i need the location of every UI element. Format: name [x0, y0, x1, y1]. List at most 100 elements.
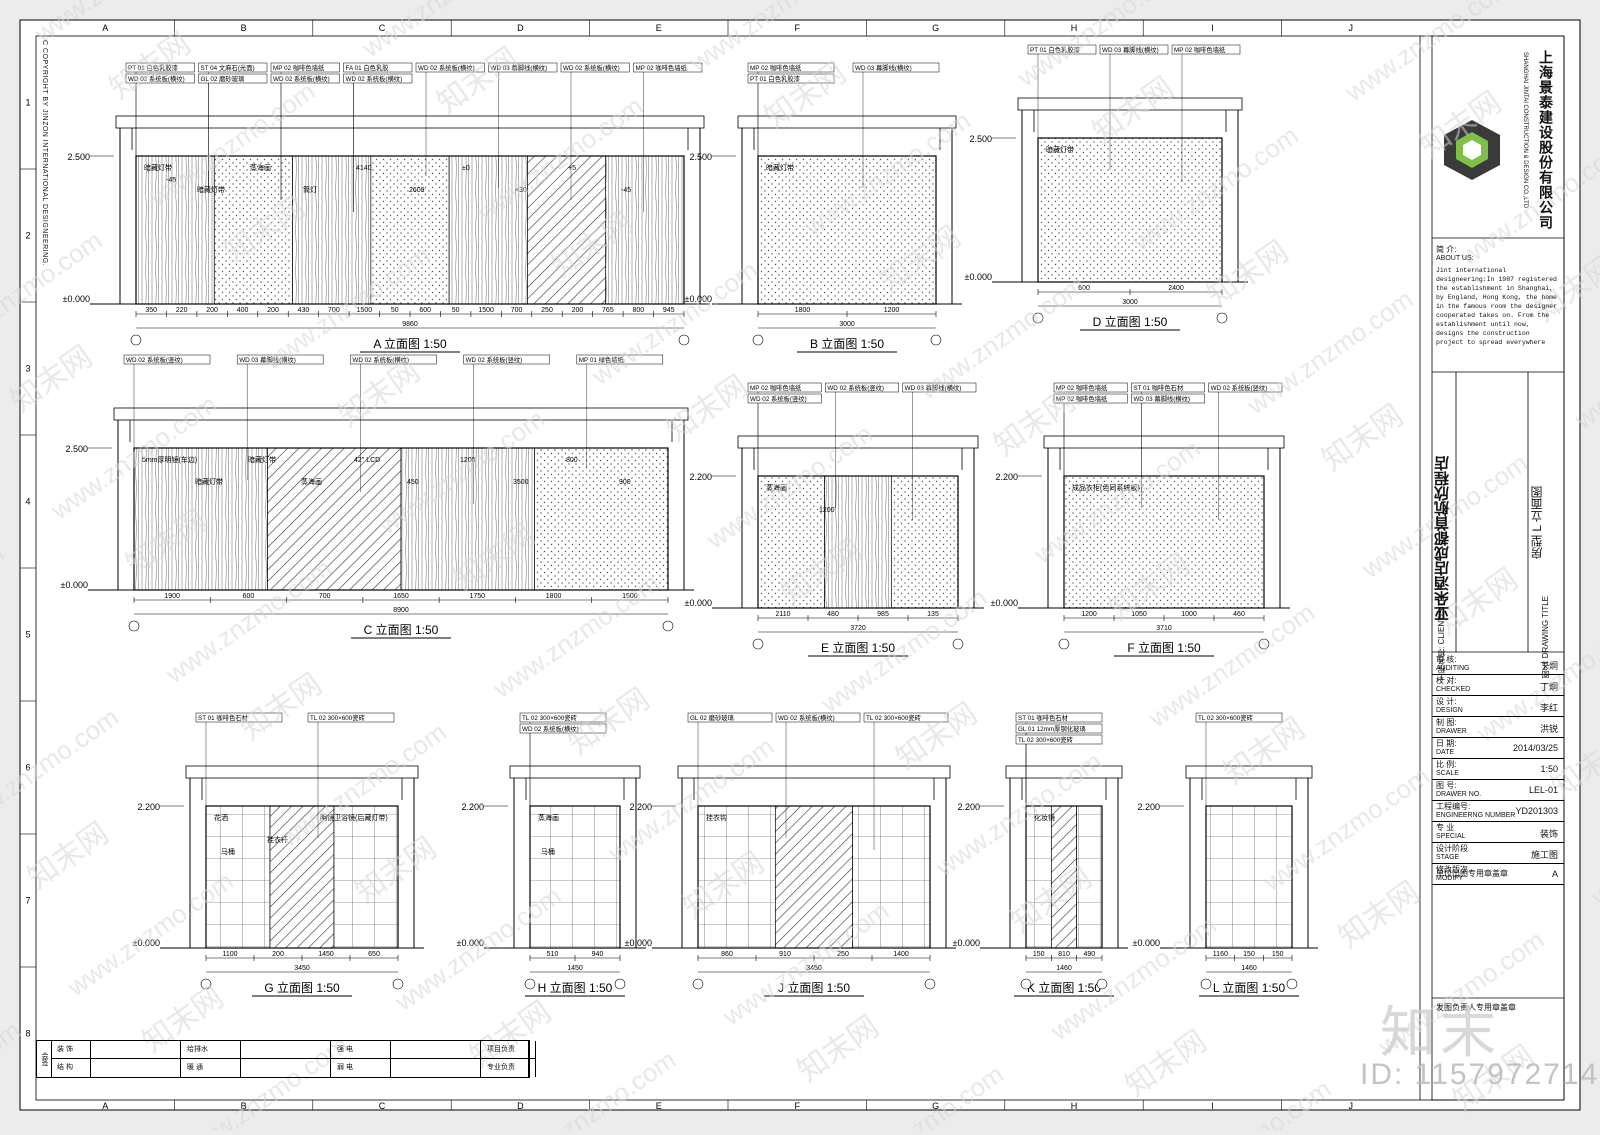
total-dimension: 1460: [1056, 965, 1072, 972]
drawing-note: 42" LCD: [354, 457, 380, 464]
svg-text:MP 02 咖啡色墙纸: MP 02 咖啡色墙纸: [273, 63, 325, 72]
grid-col-label: I: [1211, 23, 1214, 33]
drawing-note: 450: [407, 479, 419, 486]
dimension-label: 1200: [1081, 611, 1097, 618]
dimension-label: 50: [452, 307, 460, 314]
svg-text:TL 02 300×600瓷砖: TL 02 300×600瓷砖: [522, 713, 578, 722]
wall-panel: [1205, 805, 1293, 949]
svg-text:WD 03 幕脚线(横纹): WD 03 幕脚线(横纹): [855, 63, 912, 72]
drawing-note: 暗藏灯带: [248, 455, 276, 464]
grid-col-label: J: [1349, 23, 1354, 33]
axis-bubble: [1200, 978, 1212, 990]
title-block-row: 比 例:SCALE 1:50: [1432, 759, 1564, 780]
wall-panel: [534, 447, 669, 591]
row-label: 图 号:DRAWER NO.: [1436, 781, 1482, 798]
height-mark: 2.200: [629, 802, 652, 812]
wall-panel: [400, 447, 535, 591]
drawing-note: 800: [566, 457, 578, 464]
svg-text:WD 03 幕脚线(横纹): WD 03 幕脚线(横纹): [905, 383, 962, 392]
wall-panel: [890, 475, 959, 609]
dimension-label: 220: [176, 307, 188, 314]
sign-cell: 强 电: [331, 1041, 391, 1059]
axis-bubble: [1096, 978, 1108, 990]
dimension-label: 250: [541, 307, 553, 314]
drawing-note: 筒灯: [303, 185, 317, 194]
wall-panel: [527, 155, 607, 305]
project-name: 亚朵酒店成都首航欣程店: [1434, 456, 1451, 621]
dimension-label: 600: [243, 593, 255, 600]
drawing-note: 4140: [356, 165, 372, 172]
dimension-label: 480: [827, 611, 839, 618]
grid-col-label: I: [1211, 1101, 1214, 1111]
axis-bubble: [1286, 978, 1298, 990]
wall-panel: [292, 155, 372, 305]
wall-panel: [269, 805, 335, 949]
ceiling-band: [185, 765, 419, 779]
svg-text:TL 02 300×600瓷砖: TL 02 300×600瓷砖: [866, 713, 922, 722]
axis-bubble: [952, 638, 964, 650]
svg-text:MP 02 咖啡色墙纸: MP 02 咖啡色墙纸: [750, 383, 802, 392]
elevation-title: D 立面图 1:50: [1093, 314, 1168, 329]
svg-text:WD 03 幕脚线(横纹): WD 03 幕脚线(横纹): [491, 63, 548, 72]
drawing-note: 挂衣钩: [706, 813, 727, 822]
dimension-label: 700: [328, 307, 340, 314]
floor-mark: ±0.000: [133, 938, 160, 948]
floor-mark: ±0.000: [625, 938, 652, 948]
svg-text:MP 02 咖啡色墙纸: MP 02 咖啡色墙纸: [1056, 394, 1108, 403]
svg-text:MP 02 咖啡色墙纸: MP 02 咖啡色墙纸: [636, 63, 688, 72]
height-mark: 2.200: [689, 472, 712, 482]
dimension-label: 490: [1083, 951, 1095, 958]
ceiling-band: [737, 435, 979, 449]
height-mark: 2.500: [67, 152, 90, 162]
ceiling-band: [677, 765, 951, 779]
dimension-label: 945: [663, 307, 675, 314]
row-label: 比 例:SCALE: [1436, 760, 1459, 777]
row-value: 施工图: [1530, 850, 1558, 860]
about-label: 简 介: ABOUT US:: [1436, 245, 1474, 262]
floor-mark: ±0.000: [685, 294, 712, 304]
axis-bubble: [678, 334, 690, 346]
elevation-title: F 立面图 1:50: [1127, 640, 1201, 655]
dimension-label: 150: [1272, 951, 1284, 958]
row-label: 设 计:DESIGN: [1436, 697, 1463, 714]
dimension-label: 1160: [1213, 951, 1228, 958]
sign-table: 会签 装 饰给排水强 电项目负责结 构暖 通弱 电专业负责: [36, 1040, 536, 1078]
svg-text:WD 02 系统板(横纹): WD 02 系统板(横纹): [563, 63, 620, 72]
watermark-id: ID: 1157972714: [1360, 1058, 1600, 1091]
dimension-label: 1650: [393, 593, 409, 600]
total-dimension: 1450: [567, 965, 583, 972]
dimension-label: 200: [572, 307, 584, 314]
svg-text:MP 02 咖啡色墙纸: MP 02 咖啡色墙纸: [1056, 383, 1108, 392]
grid-col-label: D: [517, 23, 524, 33]
height-mark: 2.200: [137, 802, 160, 812]
floor-mark: ±0.000: [1133, 938, 1160, 948]
row-value: 1:50: [1540, 764, 1558, 774]
svg-text:PT 01 白色乳胶漆: PT 01 白色乳胶漆: [128, 63, 179, 72]
wall-panel: [757, 155, 937, 305]
axis-bubble: [692, 978, 704, 990]
row-value: LEL-01: [1528, 785, 1558, 795]
height-mark: 2.500: [969, 134, 992, 144]
dimension-label: 1450: [318, 951, 334, 958]
dimension-label: 400: [237, 307, 249, 314]
sign-cell: 给排水: [181, 1041, 241, 1059]
elevation-title: L 立面图 1:50: [1213, 980, 1286, 995]
grid-col-label: A: [102, 1101, 108, 1111]
ceiling-band: [1017, 97, 1243, 111]
drawing-note: 900: [619, 479, 631, 486]
sign-cell: [241, 1041, 331, 1059]
svg-text:ST 04 文麻石(光面): ST 04 文麻石(光面): [201, 63, 255, 72]
svg-text:WD 02 系统板(横纹): WD 02 系统板(横纹): [273, 74, 330, 83]
sign-cell: [91, 1059, 181, 1077]
row-value: 洪锐: [1539, 724, 1558, 734]
dimension-label: 860: [721, 951, 733, 958]
grid-col-label: C: [379, 23, 386, 33]
drawing-note: 成品衣柜(色同系统板): [1072, 483, 1140, 492]
svg-text:WD 02 系统板(竖纹): WD 02 系统板(竖纹): [126, 355, 183, 364]
drawing-note: 暗藏灯带: [197, 185, 225, 194]
wall-panel: [605, 155, 685, 305]
